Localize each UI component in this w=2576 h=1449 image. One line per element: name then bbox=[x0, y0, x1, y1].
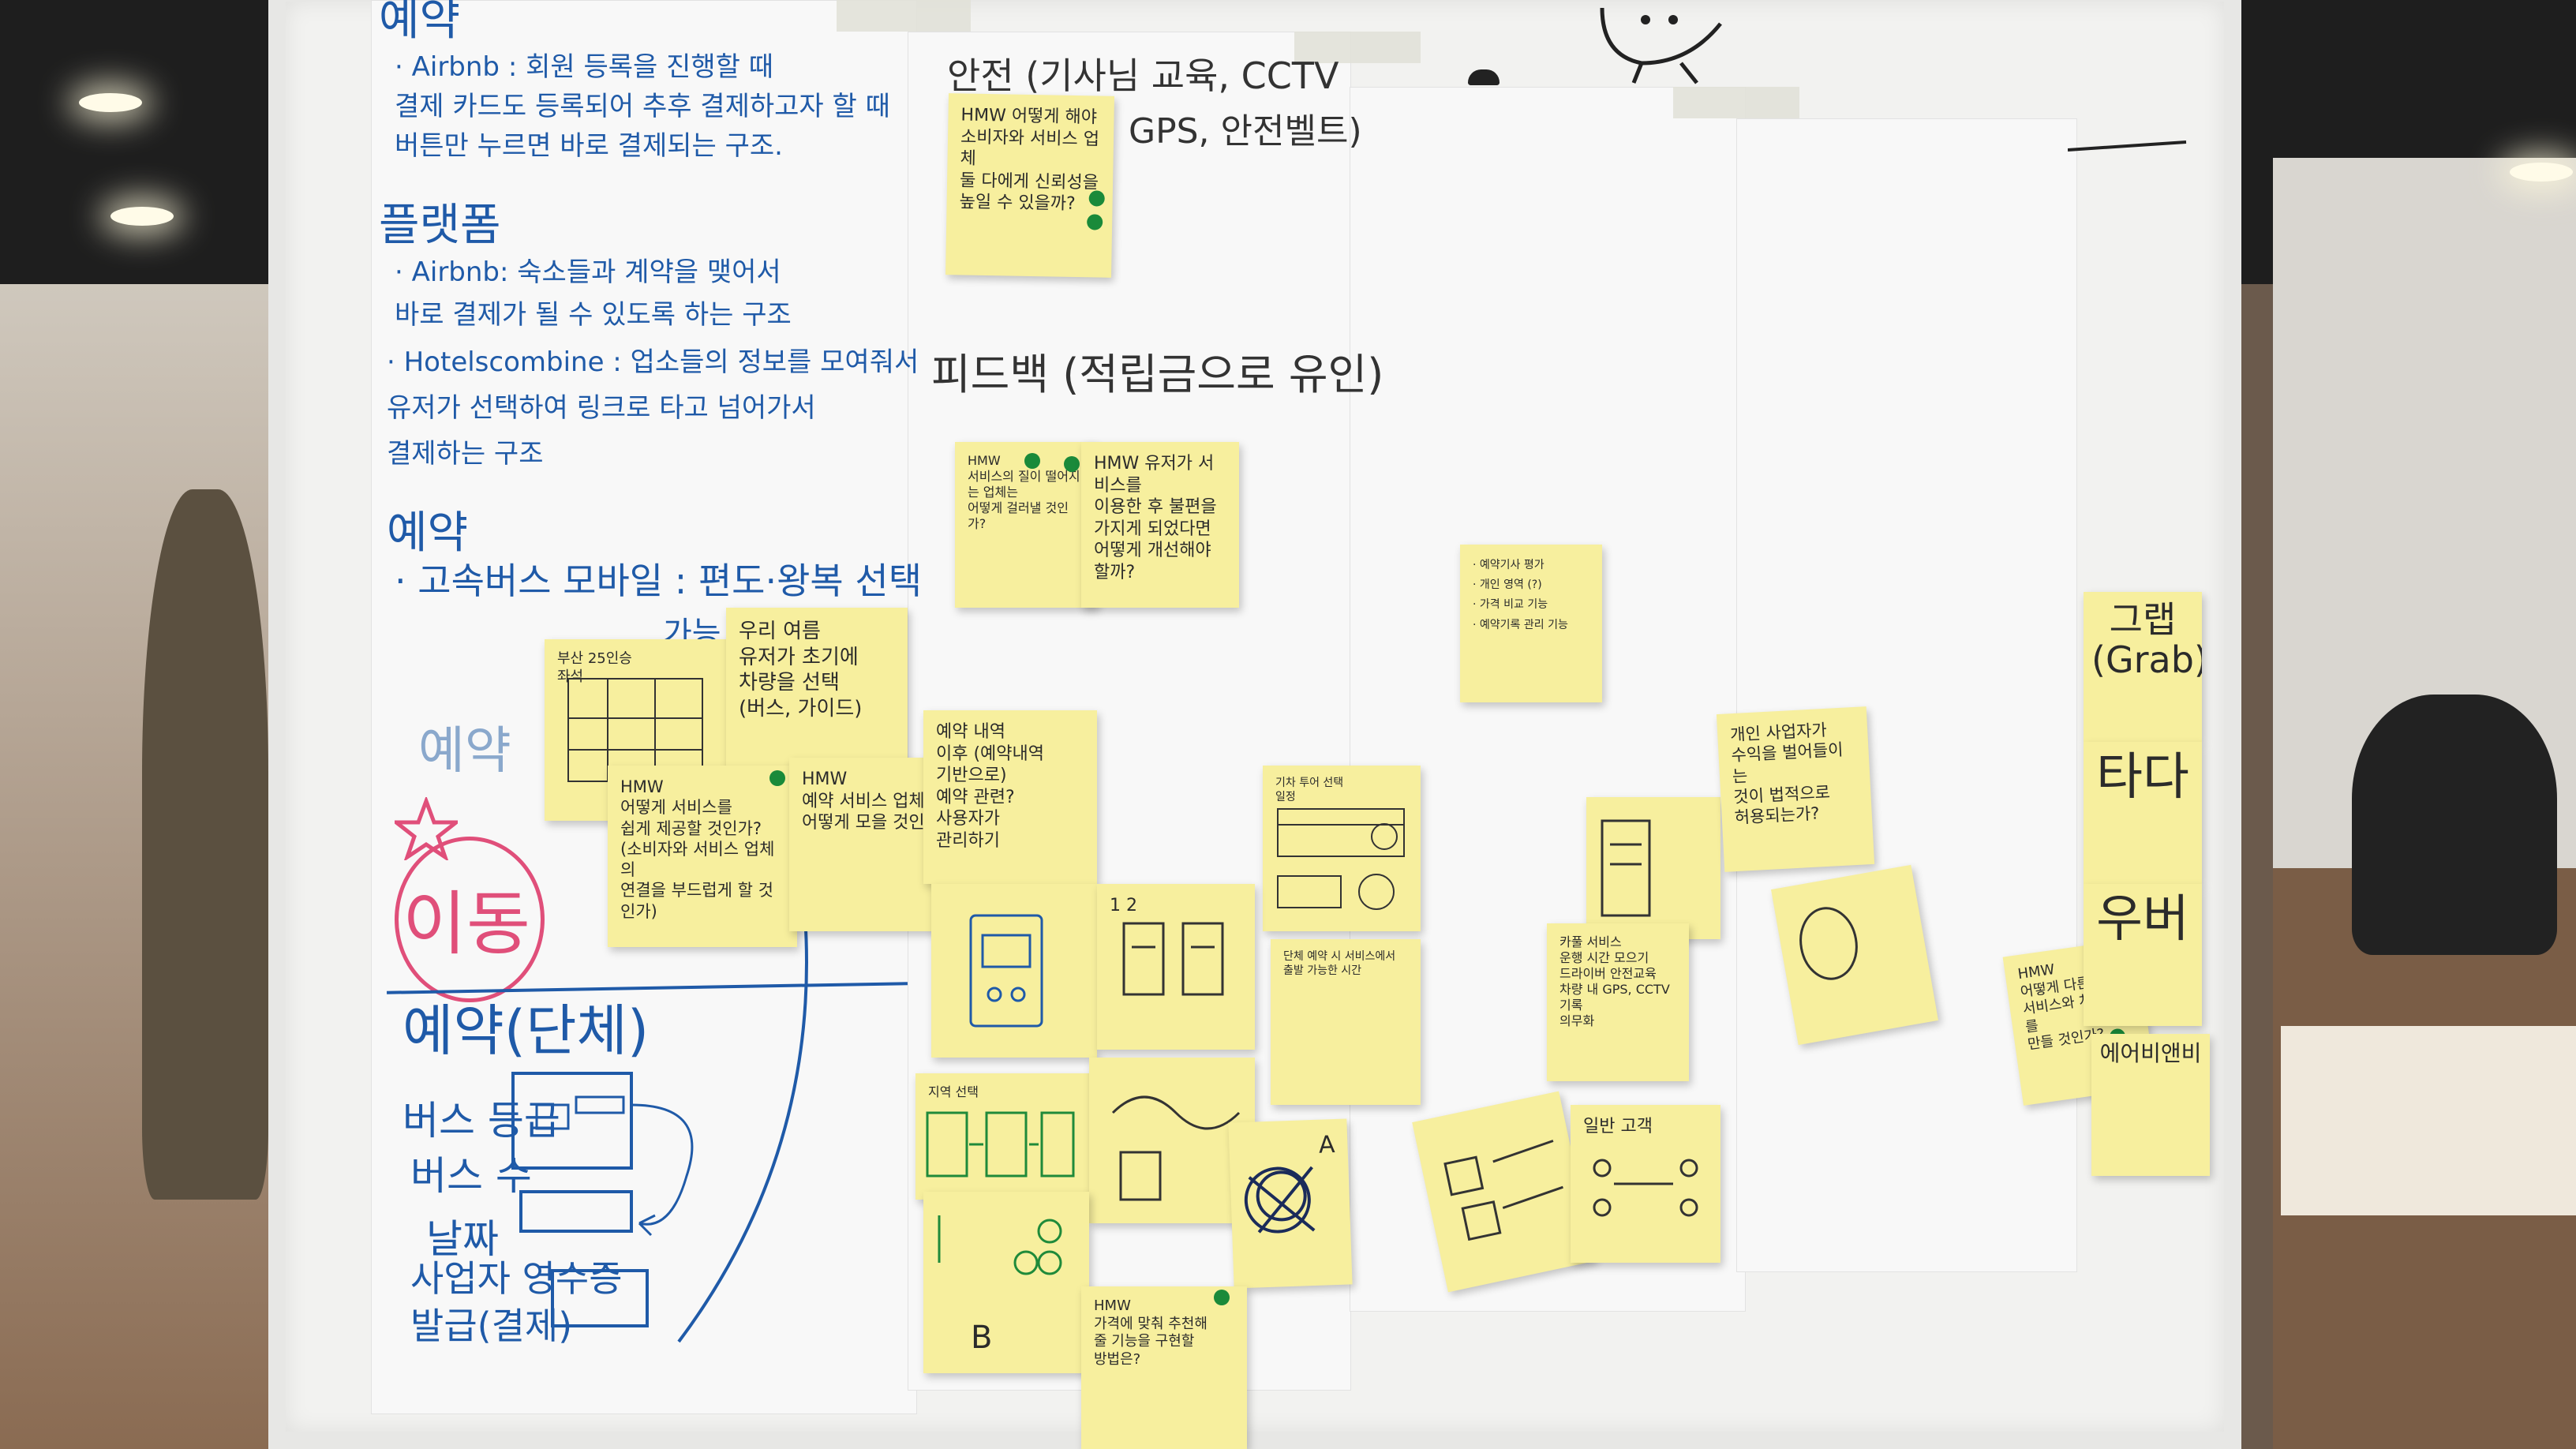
platform-title: 플랫폼 bbox=[379, 200, 501, 251]
green-dot bbox=[769, 770, 785, 786]
sticky-note-grab: 그랩 (Grab) bbox=[2084, 592, 2202, 742]
tour-sketch bbox=[1277, 808, 1405, 910]
green-dot bbox=[1024, 453, 1040, 469]
ceiling-light bbox=[110, 207, 174, 226]
sticky-note-uber: 우버 bbox=[2084, 884, 2202, 1026]
customer-flow bbox=[1593, 1159, 1698, 1217]
group-reservation-title: 예약(단체) bbox=[402, 998, 650, 1063]
sticky-note-scribble: A bbox=[1228, 1118, 1353, 1289]
safety-cont: GPS, 안전벨트) bbox=[1129, 111, 1362, 152]
tape-strip bbox=[1673, 87, 1799, 118]
star-doodle bbox=[395, 797, 458, 860]
express-bus-text: · 고속버스 모바일 : 편도·왕복 선택 bbox=[395, 560, 923, 602]
sticky-note-sketch-1 bbox=[931, 884, 1097, 1058]
tape-strip bbox=[837, 0, 971, 32]
arrow-doodle bbox=[2068, 140, 2187, 152]
green-dot bbox=[1088, 190, 1105, 207]
sticky-note-history: 예약 내역 이후 (예약내역 기반으로) 예약 관련? 사용자가 관리하기 bbox=[923, 710, 1097, 884]
sticky-note-middle-list: · 예약기사 평가 · 개인 영역 (?) · 가격 비교 기능 · 예약기록 … bbox=[1460, 545, 1602, 702]
region-flow-sketch bbox=[926, 1111, 1075, 1178]
sticky-note-customer: 일반 고객 bbox=[1571, 1105, 1720, 1263]
green-dot bbox=[1214, 1290, 1230, 1305]
reservation-title: 예약 bbox=[387, 507, 469, 559]
sticky-note-hmw-easy-service: HMW 어떻게 서비스를 쉽게 제공할 것인가? (소비자와 서비스 업체의 연… bbox=[608, 766, 797, 947]
sticky-note-sketch-2: 1 2 bbox=[1097, 884, 1255, 1050]
sticky-note-b: B bbox=[923, 1192, 1089, 1373]
rough-circle bbox=[1799, 907, 1858, 980]
airbnb-payment-text: · Airbnb : 회원 등록을 진행할 때 결제 카드도 등록되어 추후 결… bbox=[395, 51, 890, 162]
safety-title: 안전 (기사님 교육, CCTV bbox=[947, 54, 1339, 97]
sticky-note-bus-choice: 우리 여름 유저가 초기에 차량을 선택 (버스, 가이드) bbox=[726, 608, 908, 773]
sticky-note-region: 지역 선택 bbox=[915, 1073, 1089, 1200]
sticky-note-list-sketch bbox=[1412, 1091, 1595, 1293]
sticky-note-feedback-1: HMW 서비스의 질이 떨어지는 업체는 어떻게 걸러낼 것인가? bbox=[955, 442, 1097, 608]
sticky-note-hmw-bottom: HMW 가격에 맞춰 추천해 줄 기능을 구현할 방법은? bbox=[1081, 1286, 1247, 1449]
phone-sketch bbox=[1601, 819, 1651, 917]
group-line-receipt: 사업자 영수증 발급(결제) bbox=[410, 1257, 623, 1347]
face-doodle bbox=[1600, 7, 1722, 84]
person-right bbox=[2352, 695, 2557, 955]
ceiling-light bbox=[2510, 163, 2573, 182]
feedback-title: 피드백 (적립금으로 유인) bbox=[931, 350, 1384, 399]
sticky-note-tour-pick: 기차 투어 선택 일정 bbox=[1263, 766, 1421, 931]
tape-strip bbox=[1294, 32, 1421, 63]
green-dot bbox=[1064, 456, 1080, 472]
phone-wireframe-sketch bbox=[511, 1072, 694, 1327]
sticky-note-safety-hmw: HMW 어떻게 해야 소비자와 서비스 업체 둘 다에게 신뢰성을 높일 수 있… bbox=[945, 93, 1114, 278]
sketch-phone-act bbox=[969, 914, 1043, 1028]
b-sketch bbox=[938, 1215, 1062, 1275]
sticky-note-carpool: 카풀 서비스 운행 시간 모으기 드라이버 안전교육 차량 내 GPS, CCT… bbox=[1547, 923, 1689, 1081]
group-line-bus-grade: 버스 등급 bbox=[402, 1098, 560, 1144]
sticky-note-sketch-3 bbox=[1089, 1058, 1255, 1223]
sticky-note-feedback-2: HMW 유저가 서비스를 이용한 후 불편을 가지게 되었다면 어떻게 개선해야… bbox=[1081, 442, 1239, 608]
heading-reservation-top: 예약 bbox=[379, 0, 461, 46]
scribble-circle bbox=[1244, 1166, 1316, 1234]
table-right bbox=[2281, 1026, 2576, 1215]
flow-curve bbox=[677, 915, 808, 1343]
move-label: 이동 bbox=[402, 883, 530, 964]
sticky-note-airbnb-korean: 에어비앤비 bbox=[2091, 1034, 2210, 1176]
platform-hotelscombine-text: · Hotelscombine : 업소들의 정보를 모여줘서 유저가 선택하여… bbox=[387, 346, 919, 470]
sticky-note-tada: 타다 bbox=[2084, 742, 2202, 884]
list-sketch bbox=[1443, 1140, 1563, 1241]
group-line-date: 날짜 bbox=[426, 1216, 499, 1262]
reservation-side-label: 예약 bbox=[418, 722, 511, 781]
person-left bbox=[142, 489, 268, 1200]
sketch-two-phones bbox=[1122, 922, 1224, 996]
move-circle bbox=[395, 837, 545, 1002]
sticky-note-pickup: 단체 예약 시 서비스에서 출발 가능한 시간 bbox=[1271, 939, 1421, 1105]
sticky-note-phone-sketch bbox=[1586, 797, 1720, 939]
green-dot bbox=[1087, 214, 1103, 230]
sticky-note-rough-sketch bbox=[1771, 864, 1938, 1046]
ceiling-light bbox=[79, 93, 142, 112]
platform-airbnb-text: · Airbnb: 숙소들과 계약을 맺어서 바로 결제가 될 수 있도록 하는… bbox=[395, 256, 792, 331]
sketch-map bbox=[1111, 1095, 1241, 1201]
heart-doodle bbox=[1468, 69, 1500, 85]
sticky-note-personal-business: 개인 사업자가 수익을 벌어들이는 것이 법적으로 허용되는가? bbox=[1716, 706, 1875, 872]
